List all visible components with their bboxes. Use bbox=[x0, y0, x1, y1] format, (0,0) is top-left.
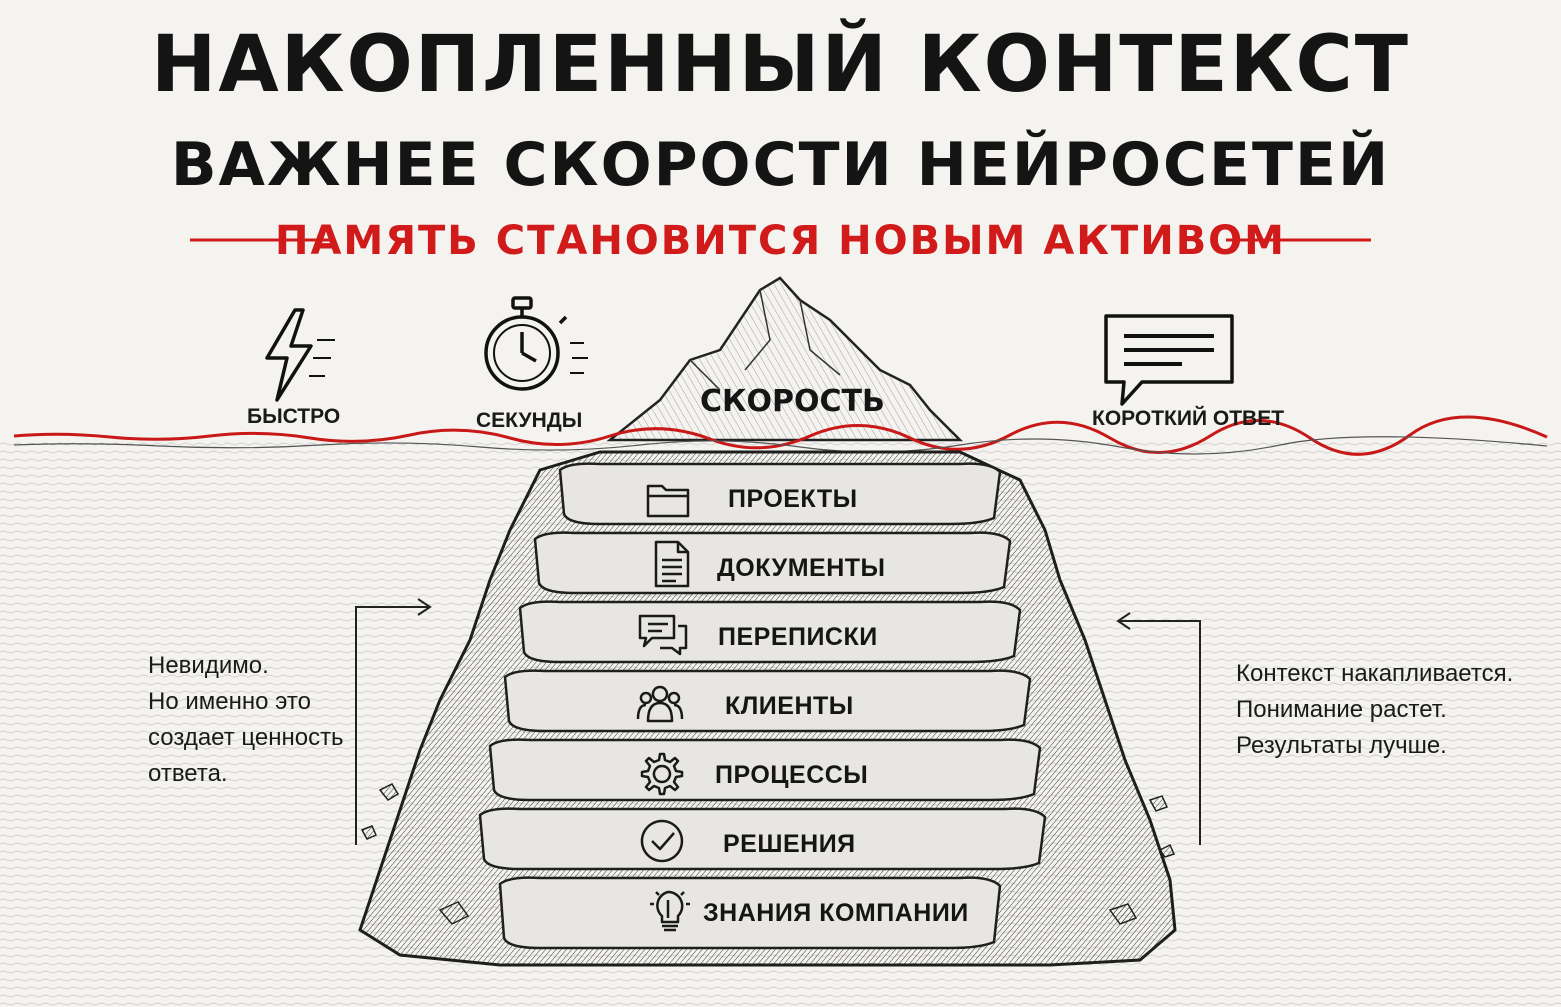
right-arrowhead bbox=[1116, 612, 1131, 630]
rock-left bbox=[360, 783, 470, 925]
layer-slab bbox=[503, 669, 1032, 733]
left-note: Невидимо. Но именно это создает ценность… bbox=[148, 648, 344, 792]
layer-label-clients: КЛИЕНТЫ bbox=[725, 692, 854, 720]
right-note-line: Результаты лучше. bbox=[1236, 732, 1447, 759]
layer-slab bbox=[558, 462, 1002, 526]
right-note-line: Контекст накапливается. bbox=[1236, 660, 1514, 687]
gear-icon bbox=[640, 752, 684, 796]
layer-slab bbox=[533, 531, 1012, 595]
surface-label-fast: БЫСТРО bbox=[247, 405, 341, 428]
stopwatch-icon bbox=[484, 296, 588, 391]
main-title-line1: НАКОПЛЕННЫЙ КОНТЕКСТ bbox=[151, 20, 1410, 110]
layer-slab bbox=[488, 738, 1042, 802]
check-circle-icon bbox=[640, 819, 684, 863]
peak-label: СКОРОСТЬ bbox=[700, 384, 885, 419]
surface-label-seconds: СЕКУНДЫ bbox=[476, 409, 583, 432]
right-bracket-arrow bbox=[1120, 620, 1201, 845]
left-note-line: Но именно это bbox=[148, 688, 311, 715]
subtitle: ПАМЯТЬ СТАНОВИТСЯ НОВЫМ АКТИВОМ bbox=[274, 218, 1286, 264]
folder-icon bbox=[646, 484, 690, 518]
left-note-line: создает ценность bbox=[148, 724, 344, 751]
right-note-line: Понимание растет. bbox=[1236, 696, 1447, 723]
layer-label-processes: ПРОЦЕССЫ bbox=[715, 761, 869, 789]
left-bracket-arrow bbox=[355, 606, 428, 845]
left-note-line: ответа. bbox=[148, 760, 228, 787]
layer-slabs bbox=[478, 462, 1047, 950]
layer-label-correspondence: ПЕРЕПИСКИ bbox=[718, 623, 878, 651]
layer-slab bbox=[478, 807, 1047, 871]
right-note: Контекст накапливается. Понимание растет… bbox=[1236, 656, 1513, 764]
rock-right bbox=[1108, 795, 1176, 925]
layer-label-company-knowledge: ЗНАНИЯ КОМПАНИИ bbox=[703, 899, 969, 927]
iceberg-peak bbox=[606, 276, 964, 442]
lightbulb-icon bbox=[650, 890, 690, 932]
layer-label-documents: ДОКУМЕНТЫ bbox=[717, 554, 886, 582]
left-arrowhead bbox=[417, 598, 432, 616]
people-icon bbox=[636, 685, 684, 723]
main-title-line2: ВАЖНЕЕ СКОРОСТИ НЕЙРОСЕТЕЙ bbox=[170, 130, 1391, 200]
layer-label-projects: ПРОЕКТЫ bbox=[728, 485, 858, 513]
chat-bubble-icon bbox=[1104, 314, 1234, 406]
chat-icon bbox=[638, 614, 688, 656]
surface-label-short-answer: КОРОТКИЙ ОТВЕТ bbox=[1092, 407, 1285, 430]
layer-label-decisions: РЕШЕНИЯ bbox=[723, 830, 856, 858]
left-note-line: Невидимо. bbox=[148, 652, 269, 679]
layer-slab bbox=[498, 876, 1002, 950]
lightning-icon bbox=[265, 308, 335, 402]
document-icon bbox=[654, 540, 690, 588]
water-line bbox=[13, 415, 1548, 456]
